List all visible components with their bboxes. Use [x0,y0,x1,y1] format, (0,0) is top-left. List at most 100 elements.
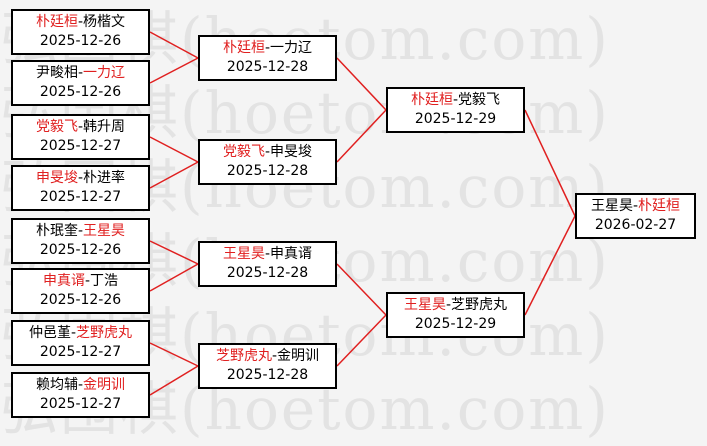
connector-r2m2-r3m1 [336,109,387,163]
connector-r1m5-r2m3 [149,240,199,265]
bracket-connector-lines [149,31,576,396]
versus-separator: - [264,246,271,262]
match-players: 党毅飞-申旻埈 [200,143,335,162]
match-players: 王星昊-朴廷桓 [577,197,694,216]
connector-r2m4-r3m2 [336,314,387,367]
match-date: 2025-12-26 [39,292,122,308]
versus-separator: - [77,14,84,30]
match-date: 2025-12-26 [39,242,122,258]
player-2-name: 丁浩 [90,273,119,289]
player-1-name: 王星昊 [403,297,446,313]
connector-r2m3-r3m2 [336,263,387,316]
connector-r1m3-r2m2 [149,136,199,163]
versus-separator: - [445,297,452,313]
match-date: 2025-12-27 [39,396,122,412]
player-1-name: 朴廷桓 [222,40,265,56]
player-2-name: 申旻埈 [270,144,313,160]
player-1-name: 申真谞 [42,273,85,289]
match-players: 王星昊-申真谞 [200,245,335,264]
match-date: 2026-02-27 [594,217,677,233]
match-players: 申真谞-丁浩 [13,272,148,291]
versus-separator: - [264,40,271,56]
player-2-name: 党毅飞 [458,92,501,108]
player-2-name: 朴廷桓 [638,198,681,214]
versus-separator: - [77,377,84,393]
connector-r1m2-r2m1 [149,57,199,84]
match-date: 2025-12-26 [39,84,122,100]
match-date: 2025-12-28 [226,367,309,383]
player-2-name: 杨楷文 [83,14,126,30]
versus-separator: - [632,198,639,214]
match-players: 芝野虎丸-金明训 [200,347,335,366]
connector-r1m8-r2m4 [149,365,199,396]
connector-r3m1-final [524,109,576,217]
versus-separator: - [452,92,459,108]
player-1-name: 党毅飞 [222,144,265,160]
player-1-name: 尹畯相 [35,65,78,81]
player-2-name: 金明训 [277,348,320,364]
versus-separator: - [271,348,278,364]
match-players: 王星昊-芝野虎丸 [388,296,523,315]
player-1-name: 朴廷桓 [35,14,78,30]
player-2-name: 朴进率 [83,170,126,186]
player-1-name: 王星昊 [590,198,633,214]
player-2-name: 韩升周 [83,119,126,135]
match-date: 2025-12-27 [39,344,122,360]
player-2-name: 芝野虎丸 [451,297,508,313]
player-2-name: 申真谞 [270,246,313,262]
player-1-name: 仲邑堇 [28,325,71,341]
match-date: 2025-12-28 [226,265,309,281]
match-players: 党毅飞-韩升周 [13,118,148,137]
connector-r1m6-r2m3 [149,263,199,292]
versus-separator: - [77,119,84,135]
match-date: 2025-12-28 [226,59,309,75]
connector-r1m7-r2m4 [149,342,199,367]
match-players: 仲邑堇-芝野虎丸 [13,324,148,343]
match-date: 2025-12-27 [39,138,122,154]
match-box-r2m1: 朴廷桓-一力辽 2025-12-28 [198,35,337,81]
versus-separator: - [84,273,91,289]
match-date: 2025-12-28 [226,163,309,179]
versus-separator: - [70,325,77,341]
match-players: 朴廷桓-党毅飞 [388,91,523,110]
versus-separator: - [77,223,84,239]
match-players: 赖均辅-金明训 [13,376,148,395]
player-1-name: 朴廷桓 [410,92,453,108]
match-players: 申旻埈-朴进率 [13,169,148,188]
match-box-r1m2: 尹畯相-一力辽 2025-12-26 [11,60,150,106]
match-players: 朴廷桓-杨楷文 [13,13,148,32]
player-2-name: 金明训 [83,377,126,393]
connector-r3m2-final [524,215,576,316]
player-2-name: 一力辽 [270,40,313,56]
connector-r1m1-r2m1 [149,31,199,59]
player-2-name: 王星昊 [83,223,126,239]
versus-separator: - [264,144,271,160]
versus-separator: - [77,170,84,186]
player-1-name: 朴珉奎 [35,223,78,239]
match-date: 2025-12-29 [414,111,497,127]
player-2-name: 芝野虎丸 [76,325,133,341]
match-players: 朴珉奎-王星昊 [13,222,148,241]
player-1-name: 王星昊 [222,246,265,262]
connector-r2m1-r3m1 [336,57,387,111]
player-2-name: 一力辽 [83,65,126,81]
player-1-name: 芝野虎丸 [215,348,272,364]
player-1-name: 党毅飞 [35,119,78,135]
match-date: 2025-12-26 [39,33,122,49]
player-1-name: 申旻埈 [35,170,78,186]
versus-separator: - [77,65,84,81]
match-date: 2025-12-27 [39,189,122,205]
